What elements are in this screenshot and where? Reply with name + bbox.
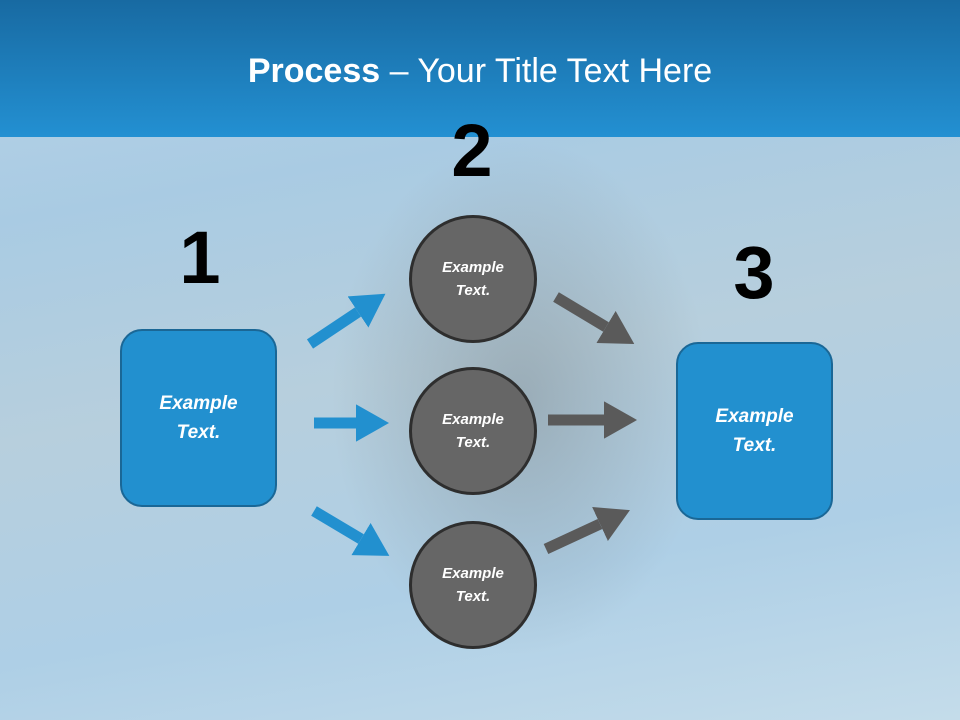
box-text-line2: Text.: [732, 435, 777, 456]
box-text-line1: Example: [159, 393, 238, 414]
step-number-3: 3: [733, 231, 775, 314]
arrow-gray-down: [553, 292, 635, 344]
arrow-blue-down: [311, 506, 390, 556]
step-number-1: 1: [179, 216, 221, 299]
circle-text-line2: Text.: [455, 434, 491, 451]
box-text-line2: Text.: [176, 422, 221, 443]
circle-text-line2: Text.: [455, 282, 491, 299]
slide-title: Process – Your Title Text Here: [0, 52, 960, 91]
step-number-2: 2: [451, 109, 493, 192]
circle-text-line2: Text.: [455, 588, 491, 605]
arrow-gray-up: [543, 507, 630, 554]
circle-text-line1: Example: [442, 565, 504, 582]
arrow-blue-up: [306, 293, 386, 349]
title-bar: Process – Your Title Text Here: [0, 0, 960, 137]
box-text-line1: Example: [715, 406, 794, 427]
title-bold: Process: [247, 52, 381, 90]
circle-text-line1: Example: [442, 411, 504, 428]
title-rest: – Your Title Text Here: [380, 52, 713, 90]
circle-text-line1: Example: [442, 259, 504, 276]
